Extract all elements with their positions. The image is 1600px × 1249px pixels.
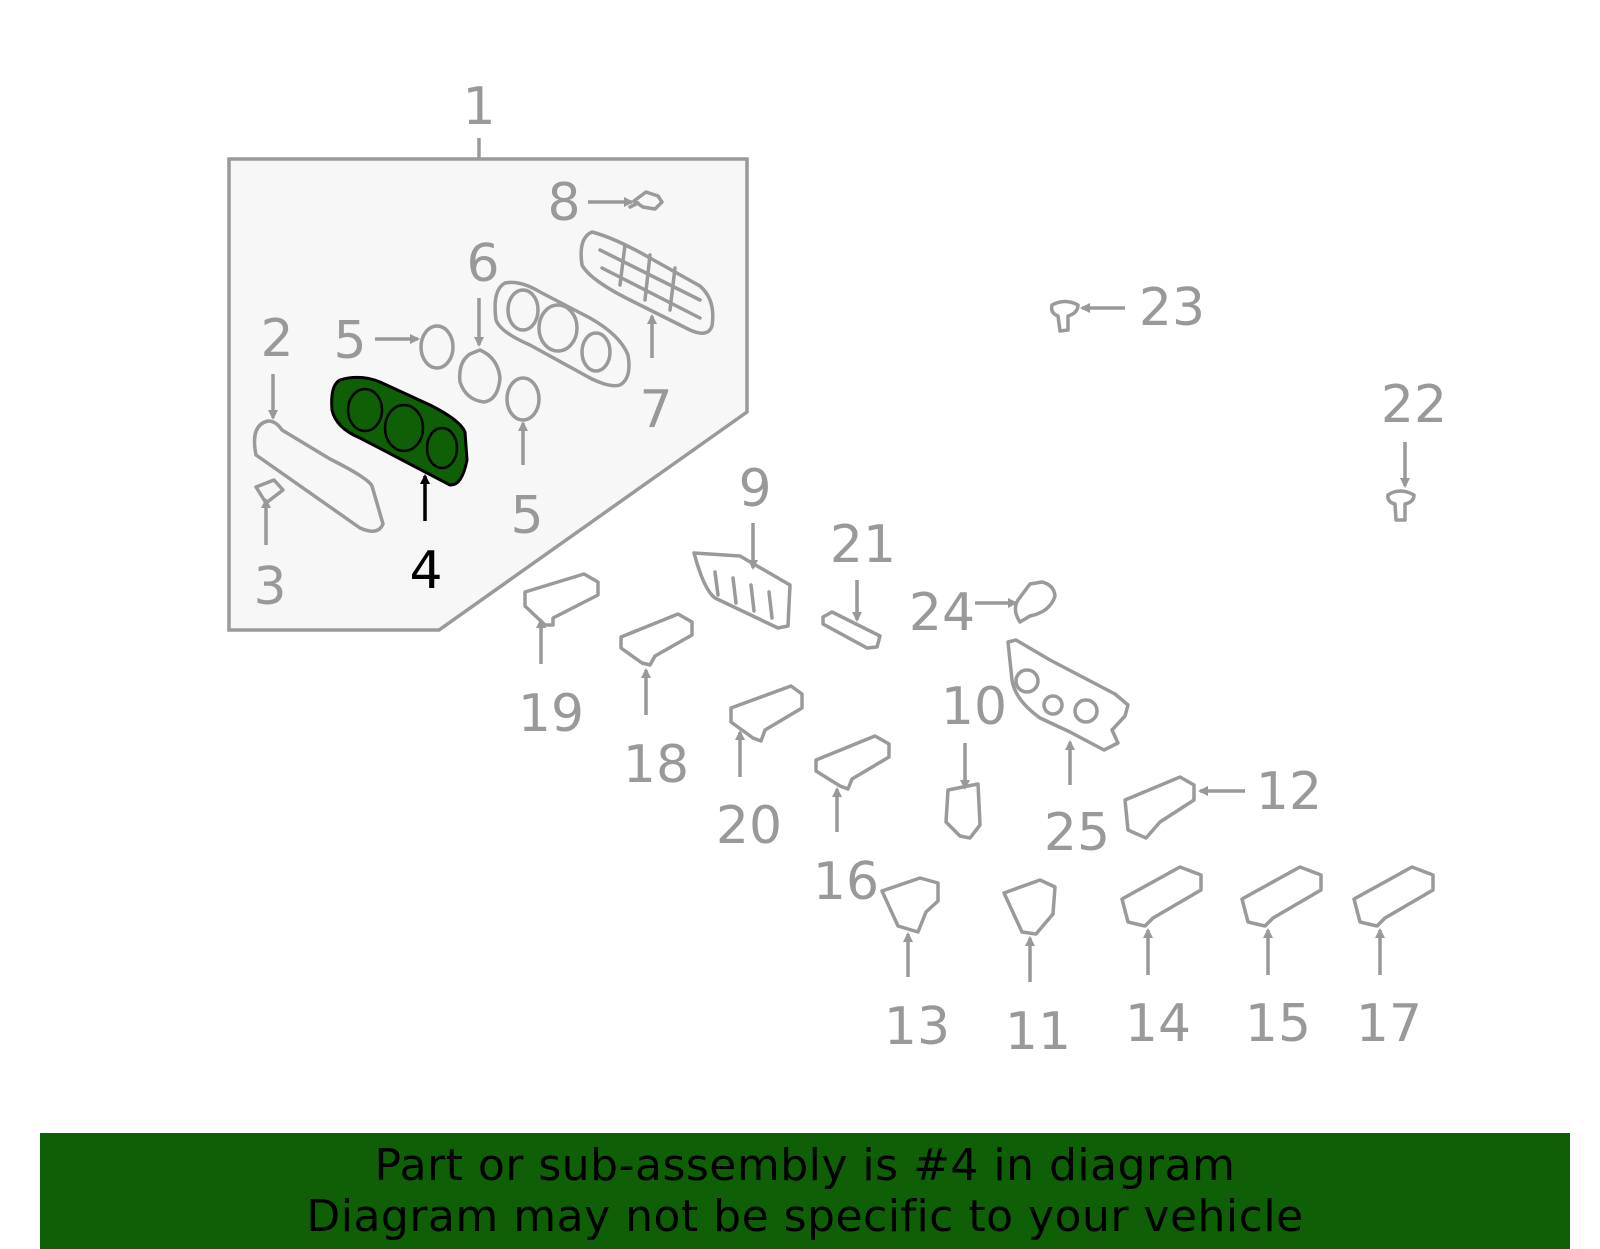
banner-line-2: Diagram may not be specific to your vehi… [306,1191,1304,1242]
part-14-switch[interactable] [1120,865,1203,928]
callout-14: 14 [1125,994,1191,1054]
callout-3: 3 [253,557,286,617]
callout-10: 10 [941,677,1007,737]
part-10-switch[interactable] [944,782,982,840]
callout-arrows [261,197,1410,982]
part-2-lens[interactable] [252,419,385,533]
callout-7: 7 [639,380,672,440]
callout-22: 22 [1381,375,1447,435]
callout-9: 9 [738,459,771,519]
part-19-switch[interactable] [523,572,600,627]
callout-labels: 1 2 3 4 5 5 6 7 8 9 21 24 23 22 10 25 19… [253,77,1447,1062]
callout-5-lower: 5 [510,486,543,546]
callout-5-upper: 5 [333,311,366,371]
part-7-housing[interactable] [493,280,631,388]
callout-21: 21 [830,515,896,575]
callout-12: 12 [1256,762,1322,822]
part-16-switch[interactable] [814,734,891,791]
callout-19: 19 [518,684,584,744]
callout-17: 17 [1356,994,1422,1054]
part-17-switch[interactable] [1352,865,1435,928]
part-24-knob[interactable] [1013,580,1057,624]
banner-line-1: Part or sub-assembly is #4 in diagram [374,1140,1236,1191]
callout-2: 2 [260,309,293,369]
part-6-seal[interactable] [457,348,502,404]
part-18-switch[interactable] [619,612,694,667]
part-23-clip[interactable] [1049,299,1080,333]
callout-15: 15 [1245,994,1311,1054]
callout-6: 6 [466,234,499,294]
part-13-switch[interactable] [880,876,940,934]
callout-11: 11 [1005,1002,1071,1062]
callout-8: 8 [547,173,580,233]
callout-25: 25 [1044,803,1110,863]
callout-23: 23 [1139,278,1205,338]
callout-1: 1 [462,77,495,137]
part-5-ring-upper[interactable] [419,324,455,370]
callout-20: 20 [716,796,782,856]
part-9-vent[interactable] [692,551,792,630]
part-12-switch[interactable] [1123,775,1196,840]
part-25-control-panel[interactable] [1006,638,1130,752]
part-11-switch[interactable] [1002,878,1057,936]
part-5-ring-lower[interactable] [505,376,541,422]
callout-4: 4 [409,541,442,601]
part-21-trim[interactable] [821,610,882,650]
callout-16: 16 [813,852,879,912]
part-7-rear-cover[interactable] [579,230,715,335]
part-3-clip[interactable] [254,478,285,505]
info-banner: Part or sub-assembly is #4 in diagram Di… [40,1133,1570,1249]
part-15-switch[interactable] [1240,865,1323,928]
callout-24: 24 [909,583,975,643]
part-20-switch[interactable] [729,684,804,743]
part-22-clip[interactable] [1386,489,1416,522]
callout-18: 18 [623,735,689,795]
callout-13: 13 [884,997,950,1057]
part-4-cluster[interactable] [330,375,469,487]
